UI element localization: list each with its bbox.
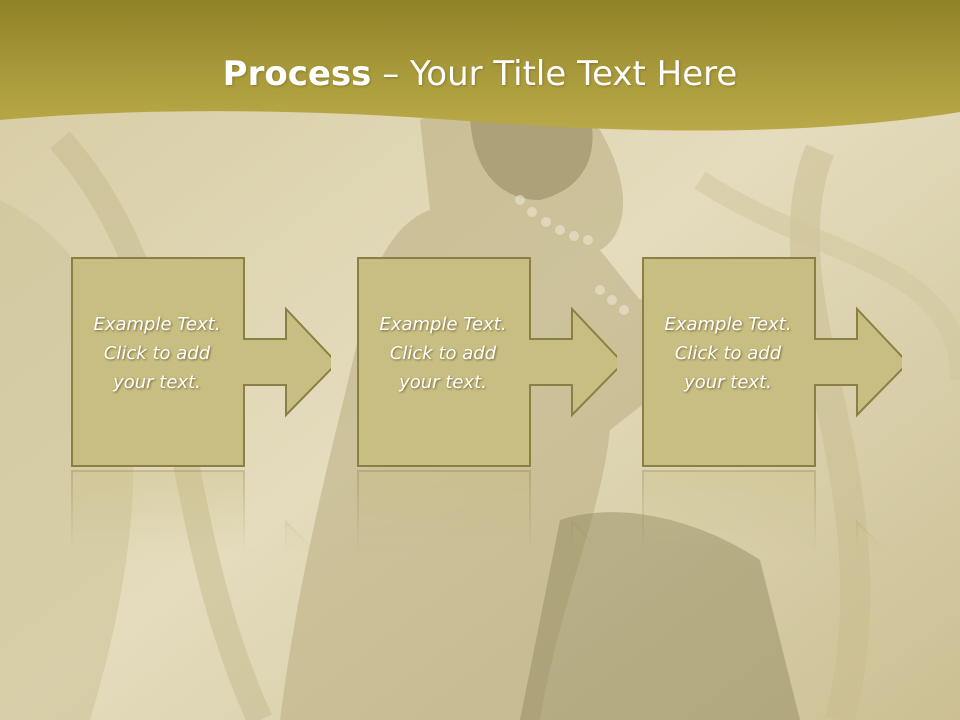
step-text[interactable]: Example Text. Click to add your text. bbox=[71, 310, 243, 397]
step-line-3: your text. bbox=[684, 372, 772, 393]
step-line-2: Click to add bbox=[103, 343, 211, 364]
arrow-box-shape bbox=[71, 257, 331, 467]
step-reflection bbox=[357, 470, 617, 680]
header-band bbox=[0, 0, 960, 131]
step-line-1: Example Text. bbox=[664, 314, 792, 335]
step-reflection bbox=[71, 470, 331, 680]
step-line-2: Click to add bbox=[389, 343, 497, 364]
process-step-2[interactable]: Example Text. Click to add your text. bbox=[357, 256, 617, 680]
process-step-1[interactable]: Example Text. Click to add your text. bbox=[71, 256, 331, 680]
step-text[interactable]: Example Text. Click to add your text. bbox=[642, 310, 814, 397]
step-reflection bbox=[642, 470, 902, 680]
page-title[interactable]: Process – Your Title Text Here bbox=[0, 54, 960, 94]
step-line-3: your text. bbox=[399, 372, 487, 393]
step-line-1: Example Text. bbox=[379, 314, 507, 335]
step-line-2: Click to add bbox=[674, 343, 782, 364]
step-line-1: Example Text. bbox=[93, 314, 221, 335]
step-line-3: your text. bbox=[113, 372, 201, 393]
title-rest: Your Title Text Here bbox=[410, 54, 738, 94]
arrow-box-shape bbox=[357, 257, 617, 467]
step-text[interactable]: Example Text. Click to add your text. bbox=[357, 310, 529, 397]
title-dash: – bbox=[371, 54, 411, 94]
arrow-box-shape bbox=[642, 257, 902, 467]
process-step-3[interactable]: Example Text. Click to add your text. bbox=[642, 256, 902, 680]
title-bold: Process bbox=[222, 54, 372, 94]
